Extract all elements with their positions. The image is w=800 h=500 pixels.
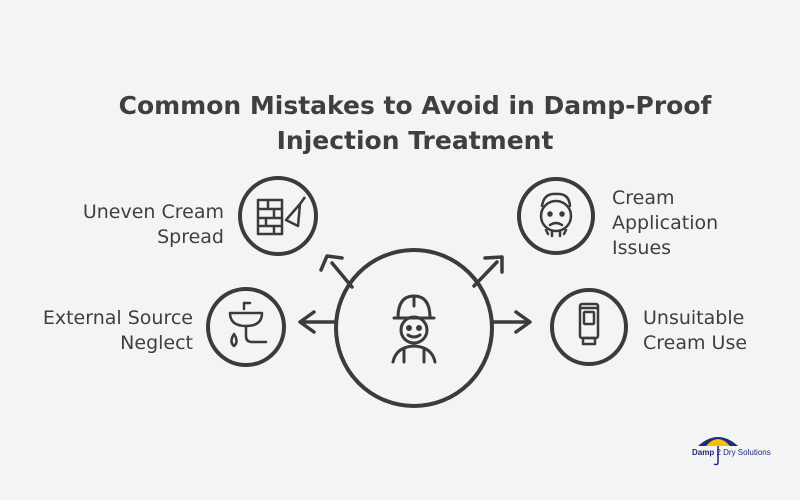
arrow-up-left	[319, 254, 354, 289]
title-line-2: Injection Treatment	[276, 126, 554, 155]
company-logo: Damp 2 Dry Solutions	[692, 428, 782, 478]
center-circle	[334, 248, 494, 408]
brick-wall-trowel-icon	[256, 196, 307, 236]
uneven-circle	[238, 176, 318, 256]
worker-hardhat-icon	[391, 294, 437, 364]
arrow-up-right	[472, 255, 504, 288]
worried-person-icon	[539, 192, 573, 238]
label-unsuitable: Unsuitable Cream Use	[643, 307, 748, 354]
arrow-right	[491, 310, 532, 334]
title-line-1: Common Mistakes to Avoid in Damp-Proof	[118, 91, 712, 120]
cream-tube-icon	[578, 302, 600, 346]
label-application: Cream Application Issues	[612, 187, 719, 259]
unsuitable-circle	[550, 288, 628, 366]
application-circle	[517, 177, 595, 255]
arrow-left	[298, 310, 338, 334]
logo-text-damp: Damp	[692, 448, 715, 457]
label-external: External Source Neglect	[42, 307, 193, 354]
label-uneven: Uneven Cream Spread	[82, 201, 224, 248]
umbrella-icon	[698, 437, 738, 466]
sink-pipe-leak-icon	[228, 301, 268, 348]
logo-text-solutions: 2 Dry Solutions	[716, 448, 771, 457]
diagram-title: Common Mistakes to Avoid in Damp-Proof I…	[0, 88, 800, 158]
